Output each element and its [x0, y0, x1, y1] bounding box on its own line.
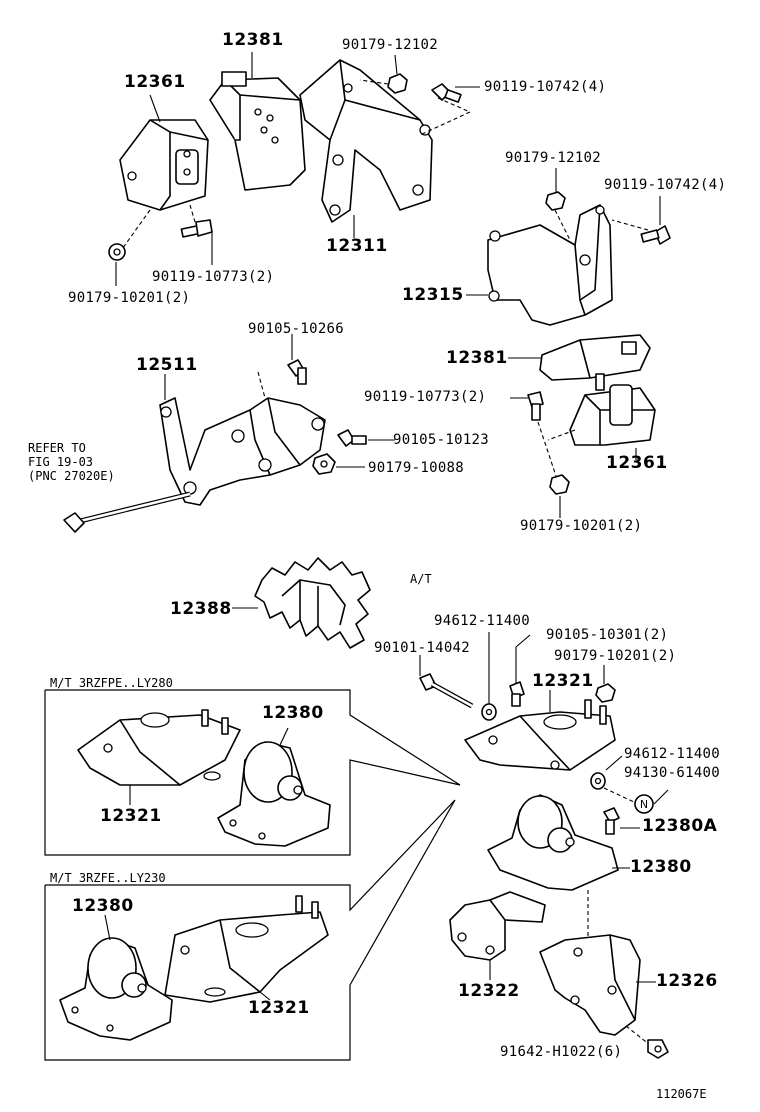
leader-lines	[104, 52, 669, 1001]
label-94612-11400-right: 94612-11400	[624, 746, 721, 762]
label-94130-61400: 94130-61400	[624, 765, 721, 781]
label-refer-fig: FIG 19-03	[28, 455, 94, 469]
part-12388-stopper	[254, 557, 371, 649]
part-12361-right-mount	[569, 373, 656, 446]
label-12361-right: 12361	[606, 453, 668, 473]
label-90119-10742-top: 90119-10742(4)	[484, 79, 607, 95]
label-90119-10773-right: 90119-10773(2)	[364, 389, 487, 405]
part-12380-at-mount	[487, 794, 619, 891]
svg-text:N: N	[640, 798, 648, 811]
figure-code: 112067E	[656, 1087, 707, 1101]
part-12321-box1-bracket	[77, 709, 241, 786]
label-refer-to: REFER TO	[28, 441, 86, 455]
bolt-90119-10773-right-icon	[527, 391, 544, 421]
bolt-12380A-icon	[603, 807, 620, 835]
part-12361-left-mount	[119, 119, 209, 211]
nut-90179-10201-right-icon	[549, 474, 570, 495]
label-12388: 12388	[170, 599, 232, 619]
label-90119-10742-right: 90119-10742(4)	[604, 177, 727, 193]
part-12321-at-bracket	[464, 699, 616, 771]
part-12380-box2-mount	[59, 937, 173, 1041]
label-90105-10123: 90105-10123	[393, 432, 490, 448]
part-12326-bracket	[539, 934, 641, 1036]
label-12321-at: 12321	[532, 671, 594, 691]
nut-90179-12102-top-icon	[387, 73, 408, 94]
label-at: A/T	[410, 572, 432, 586]
label-90105-10301: 90105-10301(2)	[546, 627, 669, 643]
part-12511-engine-bracket	[159, 397, 326, 506]
label-12511: 12511	[136, 355, 198, 375]
label-12321-box1: 12321	[100, 806, 162, 826]
washer-94612-11400-top-icon	[481, 703, 497, 721]
nut-94130-61400-icon: N	[634, 794, 654, 814]
part-12321-box2-bracket	[164, 895, 329, 1003]
mt-ly230-box	[44, 799, 456, 1061]
label-90179-10201-bottom: 90179-10201(2)	[554, 648, 677, 664]
part-12311-engine-bracket	[299, 59, 433, 223]
part-12322-bracket	[449, 891, 546, 961]
label-12361-top: 12361	[124, 72, 186, 92]
label-90179-10088: 90179-10088	[368, 460, 465, 476]
label-mt-ly280: M/T 3RZFPE..LY280	[50, 676, 173, 690]
bolt-91642-H1022-icon	[647, 1039, 669, 1059]
label-12321-box2: 12321	[248, 998, 310, 1018]
bolt-90119-10742-right-icon	[640, 225, 671, 245]
label-12315: 12315	[402, 285, 464, 305]
label-mt-ly230: M/T 3RZFE..LY230	[50, 871, 166, 885]
label-12381-top: 12381	[222, 30, 284, 50]
bolt-90105-10301-icon	[509, 681, 525, 707]
label-90119-10773-left: 90119-10773(2)	[152, 269, 275, 285]
bolt-90105-10123-icon	[337, 429, 367, 447]
label-12381-right: 12381	[446, 348, 508, 368]
label-90179-12102-right: 90179-12102	[505, 150, 602, 166]
label-90179-10201-right: 90179-10201(2)	[520, 518, 643, 534]
bolt-90101-14042-icon	[419, 673, 474, 709]
mt-ly280-box	[44, 689, 461, 856]
label-12380-box1: 12380	[262, 703, 324, 723]
part-12315-engine-bracket	[487, 204, 613, 326]
part-12380-box1-mount	[217, 741, 331, 847]
part-12381-top-insulator	[209, 71, 306, 191]
label-12380-box2: 12380	[72, 896, 134, 916]
label-90105-10266: 90105-10266	[248, 321, 345, 337]
label-12311: 12311	[326, 236, 388, 256]
nut-90179-10088-icon	[312, 453, 336, 475]
label-90179-10201-left: 90179-10201(2)	[68, 290, 191, 306]
label-12380-at: 12380	[630, 857, 692, 877]
long-bolt-refer-fig-19-03-icon	[63, 491, 191, 533]
bolt-90105-10266-icon	[287, 359, 307, 385]
washer-94612-11400-right-icon	[590, 772, 606, 790]
label-12326: 12326	[656, 971, 718, 991]
label-94612-11400-top: 94612-11400	[434, 613, 531, 629]
label-90179-12102-top: 90179-12102	[342, 37, 439, 53]
nut-90179-10201-bottom-icon	[595, 683, 616, 703]
bolt-90119-10742-top-icon	[431, 83, 462, 103]
nut-90179-12102-right-icon	[545, 191, 566, 211]
label-91642-H1022: 91642-H1022(6)	[500, 1044, 623, 1060]
label-90101-14042: 90101-14042	[374, 640, 471, 656]
bolt-90119-10773-left-icon	[180, 219, 213, 238]
label-refer-pnc: (PNC 27020E)	[28, 469, 115, 483]
part-12381-right-insulator	[539, 334, 651, 381]
label-12380A: 12380A	[642, 816, 718, 836]
nut-90179-10201-left-icon	[108, 243, 126, 261]
label-12322: 12322	[458, 981, 520, 1001]
